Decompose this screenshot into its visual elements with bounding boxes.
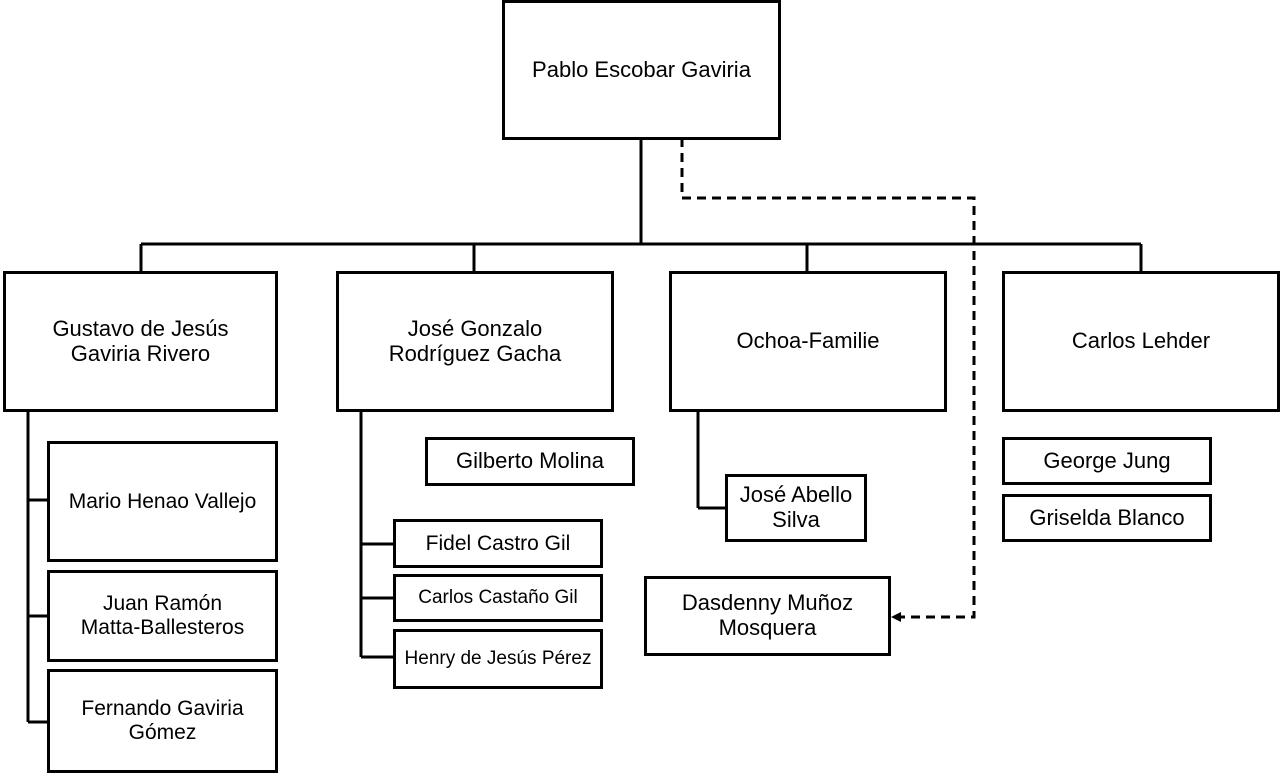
member-node-castano-gil: Carlos Castaño Gil <box>393 574 603 622</box>
member-node-perez: Henry de Jesús Pérez <box>393 629 603 689</box>
member-node-matta-ballesteros: Juan Ramón Matta-Ballesteros <box>47 570 278 662</box>
dashed-link-line <box>680 138 976 622</box>
associate-node-molina: Gilberto Molina <box>425 437 635 486</box>
branch-node-lehder: Carlos Lehder <box>1002 271 1280 412</box>
link-target-node-munoz-mosquera: Dasdenny Muñoz Mosquera <box>644 576 891 656</box>
member-node-jung: George Jung <box>1002 437 1212 485</box>
member-node-castro-gil: Fidel Castro Gil <box>393 519 603 568</box>
member-node-gaviria-gomez: Fernando Gaviria Gómez <box>47 669 278 773</box>
branch-node-rodriguez-gacha: José Gonzalo Rodríguez Gacha <box>336 271 614 412</box>
branch-node-ochoa: Ochoa-Familie <box>669 271 947 412</box>
member-node-abello-silva: José Abello Silva <box>725 474 867 542</box>
root-node: Pablo Escobar Gaviria <box>502 0 781 140</box>
member-node-henao-vallejo: Mario Henao Vallejo <box>47 441 278 562</box>
branch-node-gaviria-rivero: Gustavo de Jesús Gaviria Rivero <box>3 271 278 412</box>
member-node-blanco: Griselda Blanco <box>1002 494 1212 542</box>
